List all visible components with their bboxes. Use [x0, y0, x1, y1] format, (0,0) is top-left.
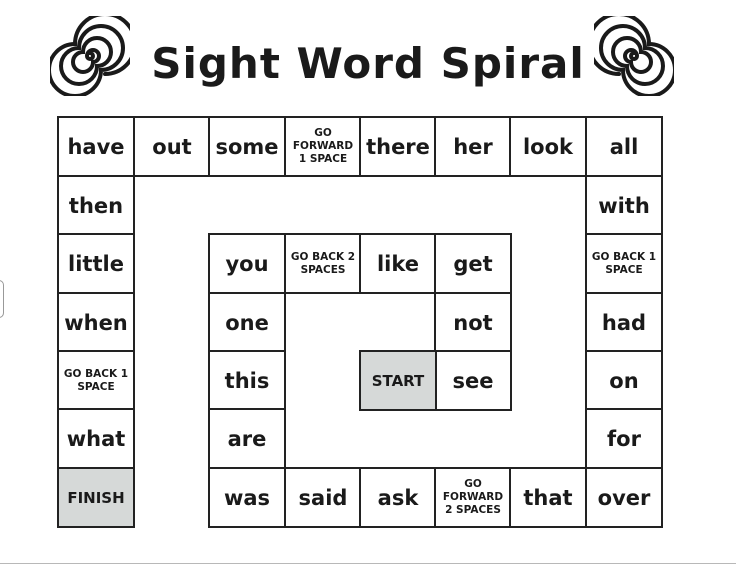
space-label: not	[453, 310, 493, 335]
board-space: have	[57, 116, 135, 177]
spiral-icon-left	[50, 16, 130, 96]
space-label: like	[376, 251, 420, 276]
space-label: then	[68, 193, 124, 218]
divider	[0, 563, 736, 564]
space-label: said	[298, 485, 348, 510]
board-space: said	[284, 467, 362, 528]
spiral-icon-right	[594, 16, 674, 96]
space-label: all	[609, 134, 639, 159]
space-label: when	[64, 310, 128, 335]
board-space: all	[585, 116, 663, 177]
space-label: out	[152, 134, 192, 159]
space-label: what	[66, 426, 126, 451]
board-space: some	[208, 116, 286, 177]
space-label: GO BACK 2 SPACES	[290, 250, 356, 276]
board-space-go-forward: GO FORWARD 1 SPACE	[284, 116, 362, 177]
board-space: for	[585, 408, 663, 469]
board-space: had	[585, 292, 663, 353]
board-space: then	[57, 175, 135, 236]
page-title: Sight Word Spiral	[151, 39, 585, 88]
space-label: GO BACK 1 SPACE	[63, 367, 129, 393]
board-space: look	[509, 116, 587, 177]
board-space: her	[434, 116, 512, 177]
space-label: there	[366, 134, 430, 159]
space-label: ask	[377, 485, 419, 510]
board-space-go-back: GO BACK 1 SPACE	[57, 350, 135, 411]
space-label: get	[453, 251, 493, 276]
board-space: like	[359, 233, 437, 294]
board-space-go-back: GO BACK 2 SPACES	[284, 233, 362, 294]
board-space: when	[57, 292, 135, 353]
space-label: GO BACK 1 SPACE	[591, 250, 657, 276]
space-label: little	[68, 251, 124, 276]
space-label: had	[601, 310, 647, 335]
space-label: this	[224, 368, 270, 393]
space-label: for	[607, 426, 641, 451]
board-space: out	[133, 116, 211, 177]
finish-space: FINISH	[57, 467, 135, 528]
board-space-go-forward: GO FORWARD 2 SPACES	[434, 467, 512, 528]
board-space-go-back: GO BACK 1 SPACE	[585, 233, 663, 294]
space-label: that	[523, 485, 573, 510]
board-space: one	[208, 292, 286, 353]
space-label: GO FORWARD 2 SPACES	[442, 478, 504, 516]
board-space: see	[434, 350, 512, 411]
space-label: see	[452, 368, 494, 393]
space-label: some	[215, 134, 279, 159]
board-space: over	[585, 467, 663, 528]
space-label: GO FORWARD 1 SPACE	[292, 127, 354, 165]
space-label: her	[453, 134, 493, 159]
space-label: one	[225, 310, 269, 335]
board-space: that	[509, 467, 587, 528]
board-space: there	[359, 116, 437, 177]
board-space: was	[208, 467, 286, 528]
space-label: on	[609, 368, 639, 393]
board-space: are	[208, 408, 286, 469]
space-label: FINISH	[67, 488, 125, 507]
board-space: little	[57, 233, 135, 294]
space-label: look	[522, 134, 574, 159]
board-space: what	[57, 408, 135, 469]
space-label: with	[598, 193, 650, 218]
board-space: not	[434, 292, 512, 353]
board-space: ask	[359, 467, 437, 528]
space-label: START	[371, 371, 425, 390]
board-space: with	[585, 175, 663, 236]
board-space: this	[208, 350, 286, 411]
board-space: you	[208, 233, 286, 294]
space-label: you	[225, 251, 269, 276]
space-label: are	[227, 426, 267, 451]
space-label: was	[223, 485, 271, 510]
board-space: on	[585, 350, 663, 411]
board-space: get	[434, 233, 512, 294]
space-label: over	[597, 485, 651, 510]
space-label: have	[67, 134, 125, 159]
start-space: START	[359, 350, 437, 411]
